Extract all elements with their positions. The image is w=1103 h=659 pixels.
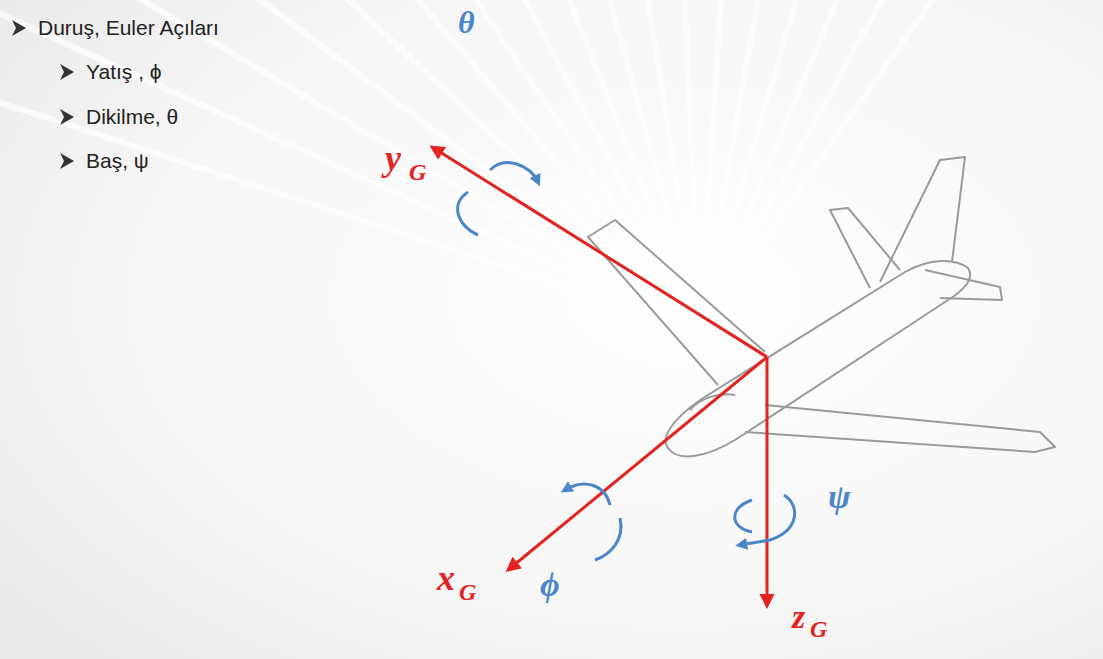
- z-axis: [766, 357, 769, 606]
- ray: [463, 0, 700, 330]
- bullet-arrows: [12, 20, 74, 169]
- axis-name: y: [385, 140, 401, 176]
- rotation-arrows: [458, 163, 795, 560]
- angle-symbol: θ: [458, 6, 475, 38]
- bullet-item: Baş, ψ: [86, 150, 149, 171]
- ray: [0, 52, 700, 330]
- x-axis: [508, 357, 767, 570]
- ray: [700, 0, 1103, 330]
- axis-subscript: G: [810, 617, 827, 641]
- axis-name: x: [437, 560, 455, 596]
- ray: [44, 0, 700, 330]
- ray: [700, 0, 1103, 330]
- angle-symbol: ψ: [828, 480, 851, 514]
- bullet-item: Dikilme, θ: [86, 106, 178, 127]
- axis-subscript: G: [409, 160, 426, 184]
- ray: [0, 0, 700, 330]
- y-axis: [432, 147, 767, 357]
- bullet-heading: Duruş, Euler Açıları: [38, 17, 219, 38]
- bullet-item: Yatış , ϕ: [86, 61, 162, 82]
- light-rays: [0, 0, 1103, 330]
- ray: [658, 0, 700, 330]
- axis-name: z: [792, 600, 805, 634]
- ray: [369, 0, 700, 330]
- angle-symbol: ϕ: [540, 568, 560, 602]
- airplane-outline: [588, 157, 1055, 456]
- roll-arrow-tail: [595, 518, 621, 560]
- ray: [0, 0, 700, 330]
- pitch-arrow: [490, 163, 538, 182]
- yaw-arrow-tail: [735, 500, 752, 532]
- body-axes: [432, 147, 767, 606]
- roll-arrow: [565, 484, 610, 505]
- yaw-arrow: [740, 495, 795, 545]
- ray: [700, 0, 1045, 330]
- pitch-arrow-tail: [458, 192, 478, 235]
- ray: [0, 0, 700, 330]
- ray: [560, 0, 700, 330]
- axis-subscript: G: [459, 580, 476, 604]
